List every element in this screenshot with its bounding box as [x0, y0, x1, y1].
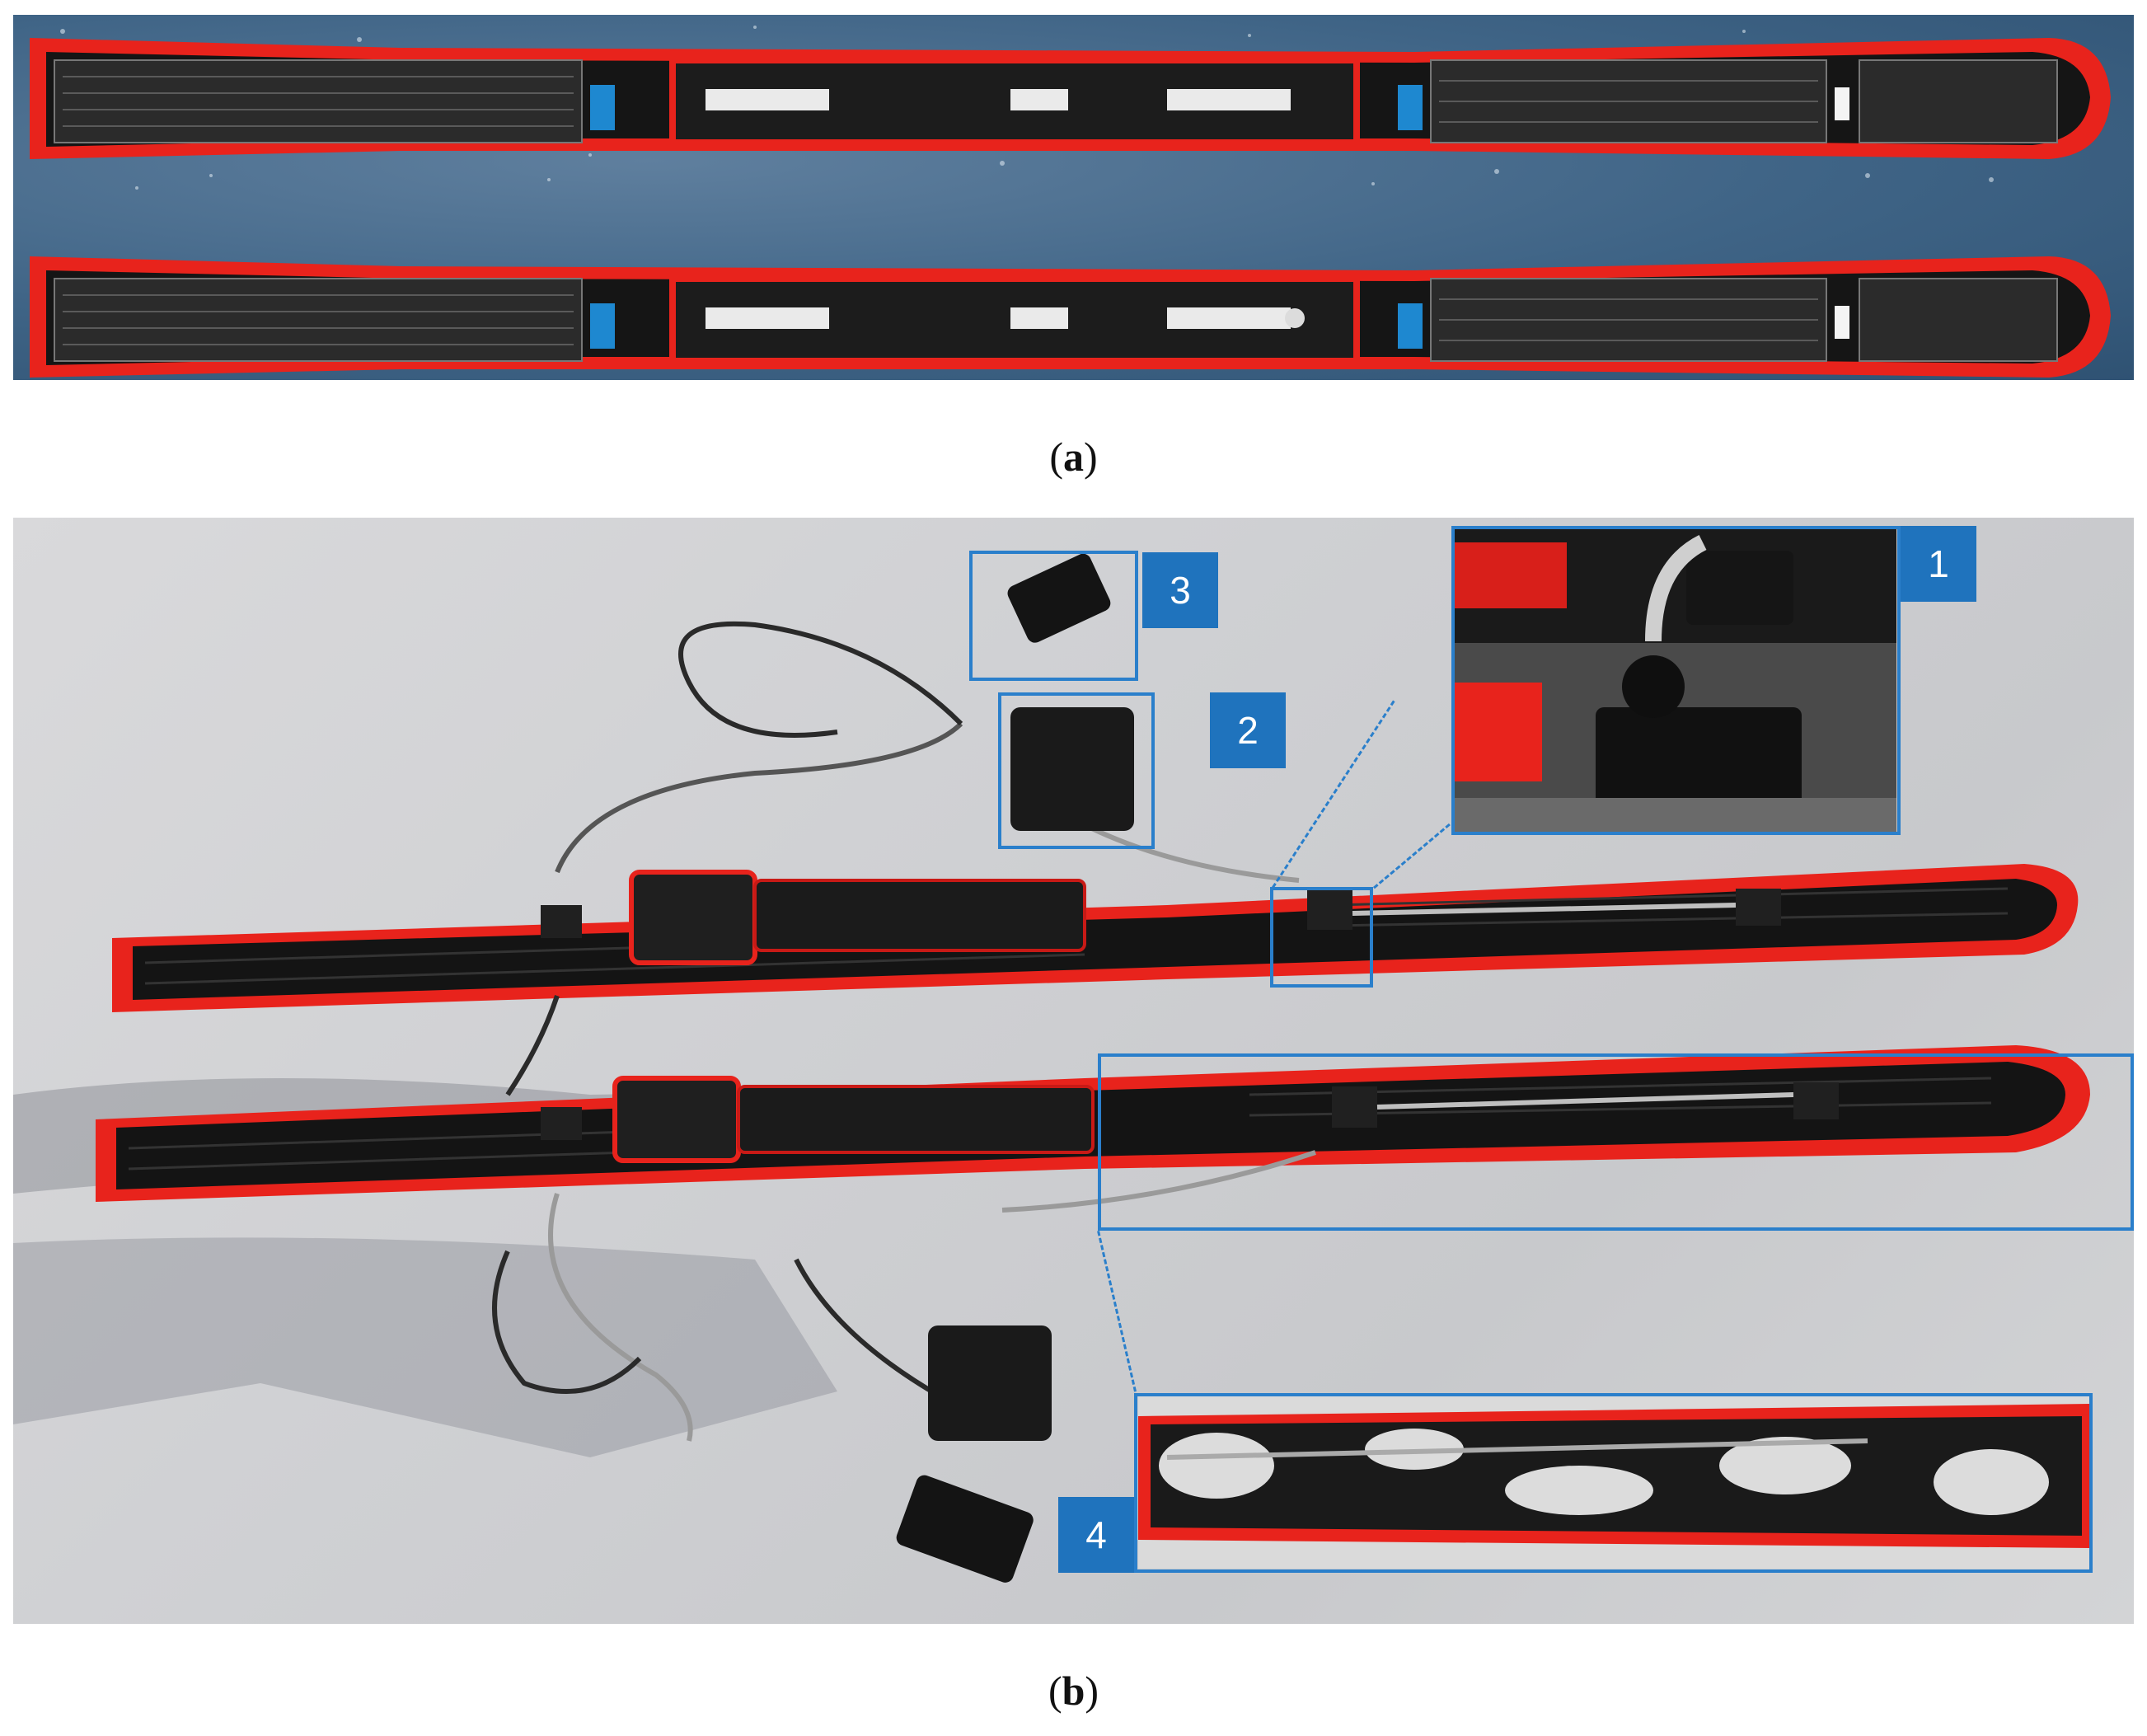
inset-4-closeup: [1138, 1396, 2090, 1569]
panel-b-photo: 1 2 3 4: [13, 518, 2134, 1624]
ski-upper-snow: [112, 864, 2079, 1012]
callout-badge-2: 2: [1210, 692, 1286, 768]
callout-badge-1: 1: [1901, 526, 1976, 602]
panel-a-letter: a: [1063, 434, 1084, 480]
inset-1-closeup: [1451, 528, 1896, 833]
callout-box-4-source: [1098, 1053, 2134, 1231]
callout-box-2: [998, 692, 1155, 849]
logger-box-lower: [896, 1475, 1034, 1583]
panel-a-photo: [13, 15, 2134, 380]
callout-badge-4: 4: [1058, 1497, 1134, 1573]
callout-box-4-inset: [1134, 1393, 2093, 1573]
sensor-cables: [492, 621, 1316, 1442]
ski-lower: [30, 256, 2111, 378]
callout-box-1-inset: [1451, 526, 1901, 835]
skis-on-snow-scene: [13, 528, 2090, 1583]
panel-b-letter: b: [1062, 1668, 1085, 1714]
logger-box: [1007, 553, 1111, 643]
callout-badge-3: 3: [1142, 552, 1218, 628]
ski-pair-top-view: [30, 26, 2111, 378]
callout-box-3: [969, 551, 1138, 681]
battery-pack: [1010, 707, 1134, 831]
ski-upper: [30, 38, 2111, 159]
ski-lower-snow: [96, 1045, 2090, 1202]
panel-b-caption: (b): [1048, 1668, 1099, 1714]
panel-a-caption: (a): [1049, 434, 1098, 480]
callout-box-1-source: [1270, 887, 1373, 988]
battery-pack-lower: [928, 1325, 1052, 1441]
blue-connector: [590, 85, 615, 130]
